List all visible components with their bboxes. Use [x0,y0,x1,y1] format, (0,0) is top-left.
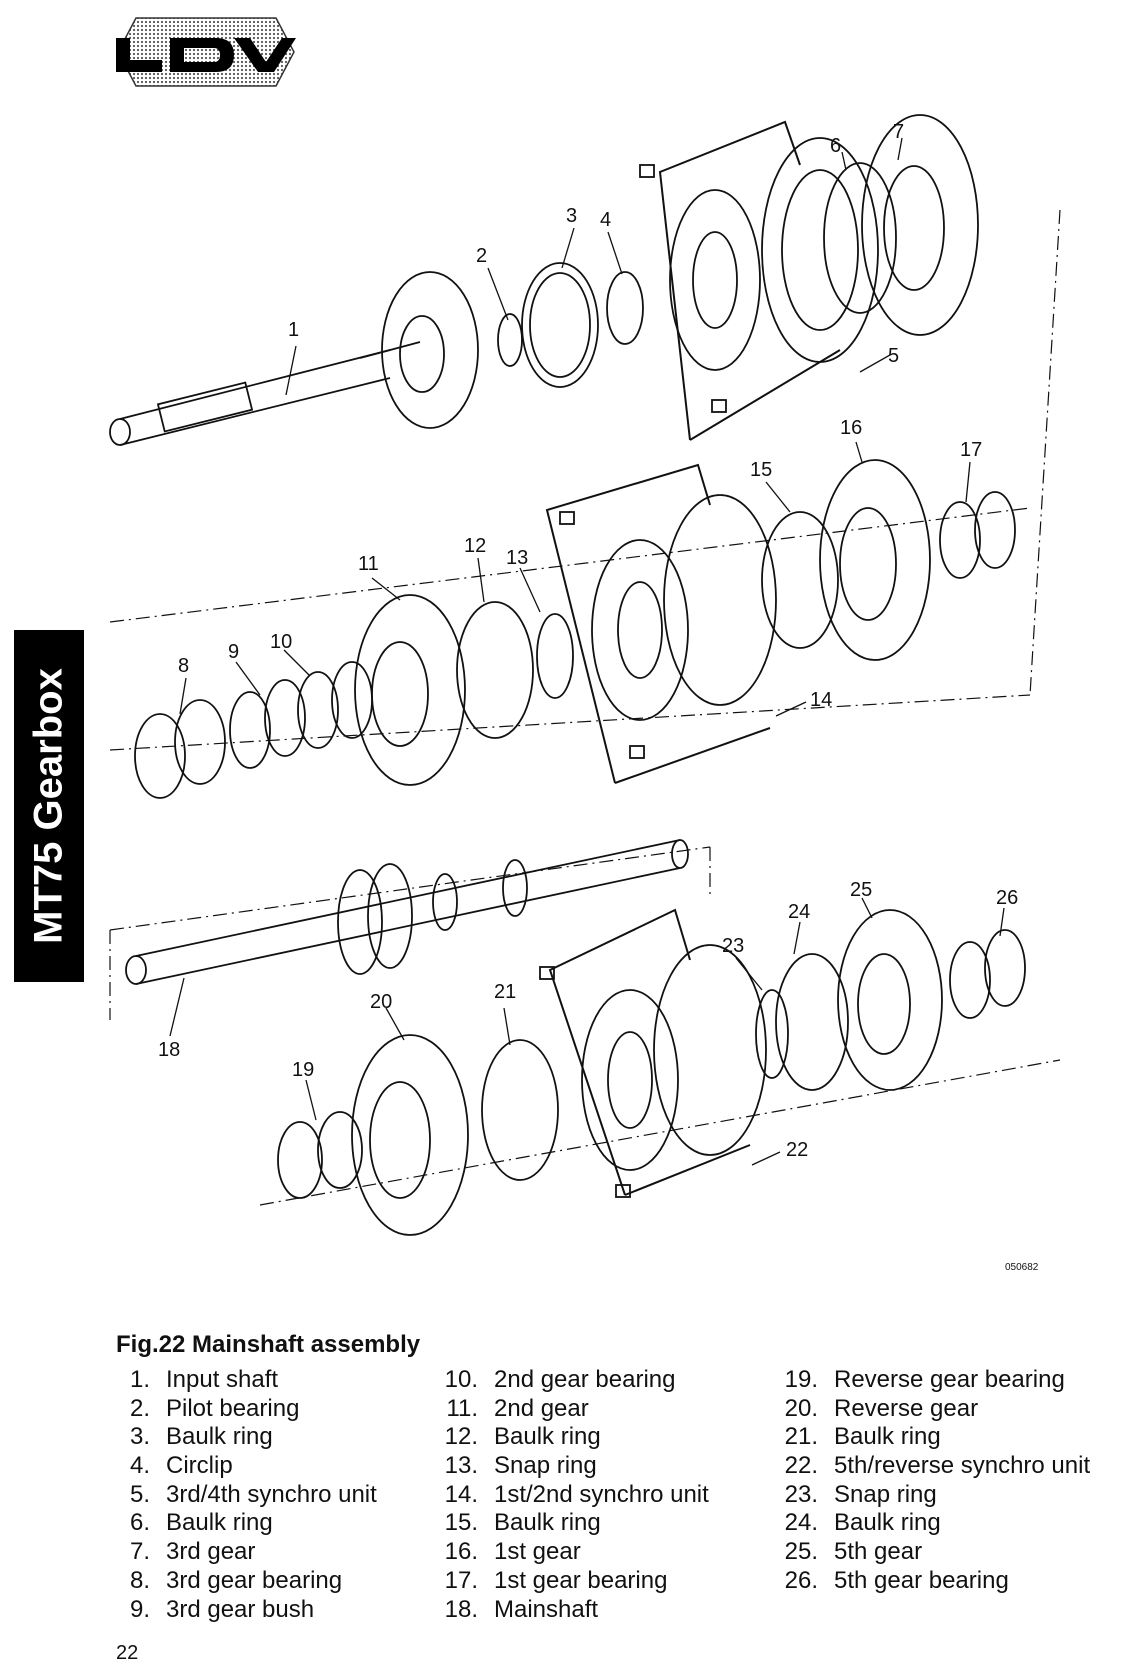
leader-lines [169,137,1005,1166]
baulk-ring-3 [521,262,599,388]
baulk-ring-21 [481,1039,559,1181]
callout-18: 18 [158,1039,180,1061]
legend-item: 16.1st gear [444,1538,581,1566]
legend-item: 4.Circlip [129,1452,233,1480]
legend-item: 3.Baulk ring [129,1423,273,1451]
callout-1: 1 [288,319,299,341]
page-number: 22 [116,1642,139,1664]
callout-12: 12 [464,535,486,557]
synchro-unit-14 [559,494,777,759]
baulk-ring-15 [761,511,839,649]
legend-item: 15.Baulk ring [444,1509,601,1537]
callout-4: 4 [600,209,611,231]
legend-column-1: 1.Input shaft 2.Pilot bearing 3.Baulk ri… [102,1366,432,1624]
legend-item: 25.5th gear [784,1538,923,1566]
baulk-ring-6 [823,162,897,314]
circlip-4 [606,271,644,345]
baulk-ring-12 [456,601,534,739]
legend-item: 24.Baulk ring [784,1509,941,1537]
gear-input [381,271,479,429]
legend-item: 12.Baulk ring [444,1423,601,1451]
figure-reference: 050682 [1005,1262,1039,1273]
baulk-ring-24 [775,953,849,1091]
callout-7: 7 [893,121,904,143]
callout-16: 16 [840,417,862,439]
synchro-unit-22 [539,944,767,1198]
legend-item: 9.3rd gear bush [129,1595,315,1623]
figure-caption: Fig.22 Mainshaft assembly [116,1331,421,1358]
legend-item: 18.Mainshaft [444,1595,599,1623]
assembly-outlines [109,209,1061,1206]
callout-15: 15 [750,459,772,481]
callout-19: 19 [292,1059,314,1081]
legend-item: 19.Reverse gear bearing [784,1366,1065,1393]
callout-10: 10 [270,631,292,653]
legend-item: 8.3rd gear bearing [129,1566,343,1594]
legend-item: 22.5th/reverse synchro unit [784,1452,1091,1480]
bush-9 [229,679,306,769]
callout-6: 6 [830,135,841,157]
legend-column-2: 10.2nd gear bearing 11.2nd gear 12.Baulk… [430,1366,760,1624]
mainshaft-18 [125,839,689,985]
legend-item: 26.5th gear bearing [784,1566,1009,1594]
callout-14: 14 [810,689,832,711]
callout-25: 25 [850,879,872,901]
section-tab: MT75 Gearbox [14,630,84,982]
callout-13: 13 [506,547,528,569]
gear-11 [354,594,466,786]
callout-23: 23 [722,935,744,957]
callout-9: 9 [228,641,239,663]
legend-item: 21.Baulk ring [784,1423,941,1451]
bearing-26 [949,929,1026,1019]
callout-21: 21 [494,981,516,1003]
gear-25 [837,909,943,1091]
legend-column-3: 19.Reverse gear bearing 20.Reverse gear … [770,1366,1100,1596]
callout-22: 22 [786,1139,808,1161]
section-tab-label: MT75 Gearbox [26,668,71,944]
callout-24: 24 [788,901,810,923]
ldv-logo [116,17,296,87]
input-shaft [109,341,421,446]
bearing-17 [939,491,1016,579]
gear-3 [861,114,979,336]
synchro-brackets [545,120,841,1196]
callout-5: 5 [888,345,899,367]
mainshaft-exploded-diagram: 1 2 3 4 5 6 7 8 9 10 11 12 13 14 15 16 1… [109,114,1061,1273]
gear-16 [819,459,931,661]
snap-ring-23 [755,989,789,1079]
callout-20: 20 [370,991,392,1013]
legend-item: 2.Pilot bearing [129,1394,300,1422]
legend-item: 11.2nd gear [446,1394,589,1422]
pilot-bearing [497,313,523,367]
legend-item: 17.1st gear bearing [444,1566,668,1594]
legend-item: 7.3rd gear [129,1538,256,1566]
callout-11: 11 [358,553,379,575]
legend-item: 1.Input shaft [129,1366,279,1393]
snap-ring-13 [536,613,574,699]
legend-item: 6.Baulk ring [129,1509,273,1537]
legend-item: 20.Reverse gear [784,1394,979,1422]
callout-26: 26 [996,887,1018,909]
callout-8: 8 [178,655,189,677]
callout-2: 2 [476,245,487,267]
legend-item: 23.Snap ring [784,1480,937,1508]
bearing-8 [134,699,226,799]
legend-item: 10.2nd gear bearing [444,1366,676,1393]
callout-3: 3 [566,205,577,227]
legend-item: 13.Snap ring [444,1452,597,1480]
legend-item: 5.3rd/4th synchro unit [129,1480,377,1508]
synchro-unit-5 [639,137,879,413]
callout-17: 17 [960,439,982,461]
legend-item: 14.1st/2nd synchro unit [444,1480,709,1508]
gear-20 [351,1034,469,1236]
bearing-19 [277,1111,363,1199]
